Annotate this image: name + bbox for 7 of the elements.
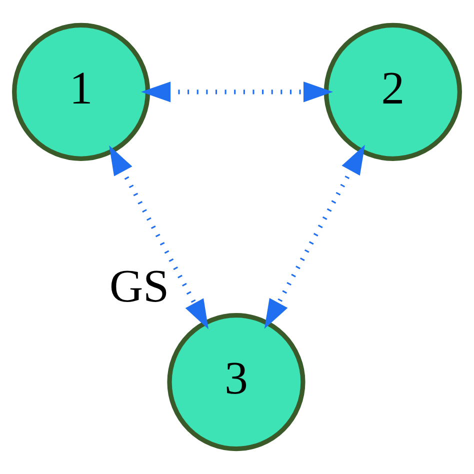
- arrow: [264, 144, 365, 329]
- node-label: GS: [110, 261, 169, 312]
- node-circle: 1: [12, 22, 150, 161]
- arrow: [109, 145, 208, 330]
- arrow: [141, 82, 334, 102]
- node-circle: 3: [167, 313, 306, 452]
- node-circle: 2: [324, 22, 462, 161]
